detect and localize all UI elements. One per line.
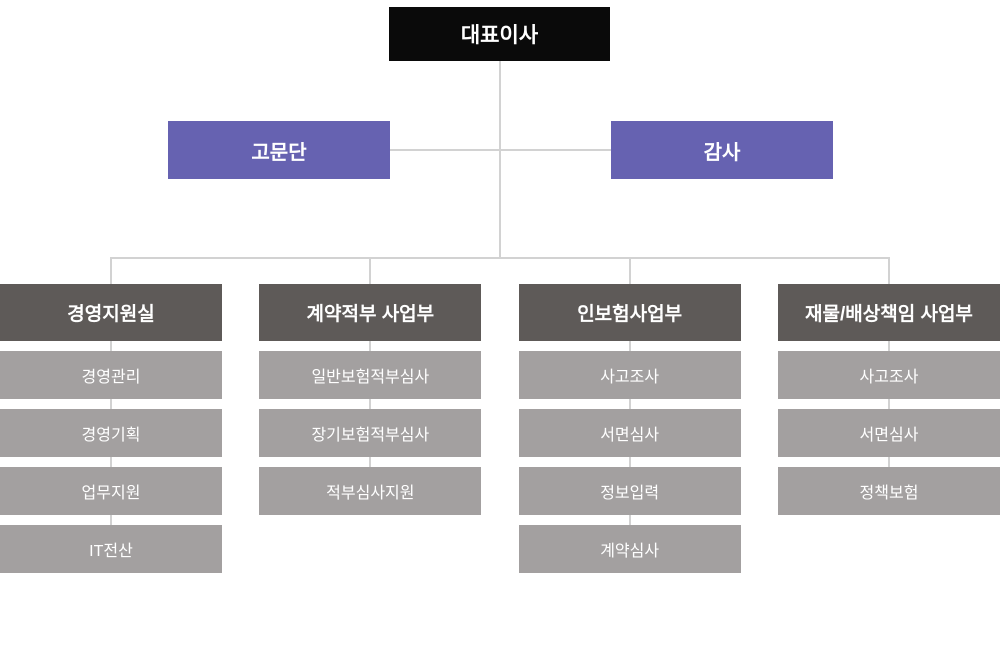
connector-distribution-horizontal	[110, 257, 890, 259]
team-item: 장기보험적부심사	[259, 399, 482, 457]
department-header: 재물/배상책임 사업부	[777, 284, 1000, 341]
department-header: 경영지원실	[0, 284, 222, 341]
department-header: 인보험사업부	[518, 284, 741, 341]
team-item: 서면심사	[777, 399, 1000, 457]
team-item: 업무지원	[0, 457, 222, 515]
connector-level2-horizontal	[390, 149, 611, 151]
audit-node: 감사	[611, 121, 833, 179]
team-item: 일반보험적부심사	[259, 341, 482, 399]
team-item: 사고조사	[518, 341, 741, 399]
team-item: 경영기획	[0, 399, 222, 457]
team-item: 서면심사	[518, 399, 741, 457]
team-item: 경영관리	[0, 341, 222, 399]
advisory-group-node: 고문단	[168, 121, 390, 179]
team-item: 사고조사	[777, 341, 1000, 399]
team-item: 정책보험	[777, 457, 1000, 515]
team-item: 적부심사지원	[259, 457, 482, 515]
team-item: IT전산	[0, 515, 222, 573]
team-item: 계약심사	[518, 515, 741, 573]
team-item: 정보입력	[518, 457, 741, 515]
department-header: 계약적부 사업부	[259, 284, 482, 341]
connector-center-vertical	[499, 61, 501, 258]
ceo-node: 대표이사	[389, 7, 610, 61]
